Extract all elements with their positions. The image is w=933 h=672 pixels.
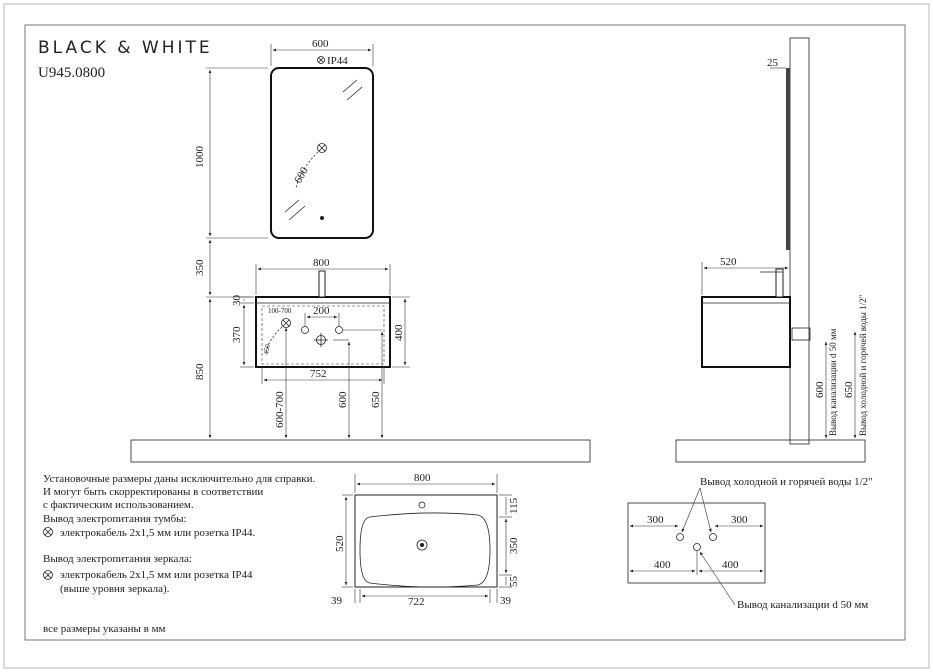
note-line-6: Вывод электропитания зеркала: (43, 553, 192, 565)
height-600-700-label: 600-700 (274, 391, 286, 428)
note-line-7: электрокабель 2х1,5 мм или розетка IP44 (60, 569, 253, 581)
mirror-cable-outlet-icon (43, 570, 53, 580)
plumbing-plan (627, 502, 766, 584)
top-39a-label: 39 (331, 595, 343, 607)
top-800-label: 800 (414, 472, 431, 484)
side-520-label: 520 (720, 256, 737, 268)
mirror-front-view: 600 (270, 67, 374, 239)
model-number: U945.0800 (38, 65, 105, 81)
vanity-width-label: 800 (313, 257, 330, 269)
plan-300a-label: 300 (647, 514, 664, 526)
gap-label: 350 (194, 259, 206, 276)
vanity-side (701, 296, 791, 368)
basin-top-view (354, 494, 498, 588)
brand-logo: BLACK & WHITE (38, 38, 213, 58)
wall-25-label: 25 (767, 57, 779, 69)
inner-752-label: 752 (310, 368, 327, 380)
footer-note: все размеры указаны в мм (43, 623, 166, 635)
depth-370-label: 370 (231, 326, 243, 343)
plan-drain-label: Вывод канализации d 50 мм (737, 599, 868, 611)
top-722-label: 722 (408, 596, 425, 608)
vanity-front-view: 450 100-700 (255, 270, 391, 368)
top-115-label: 115 (508, 497, 520, 514)
plan-400a-label: 400 (654, 559, 671, 571)
note-line-3: с фактическим использованием. (43, 499, 194, 511)
height-850-label: 850 (194, 363, 206, 380)
height-600-label: 600 (337, 391, 349, 408)
note-line-5: электрокабель 2х1,5 мм или розетка IP44. (60, 527, 255, 539)
wall (789, 37, 810, 445)
height-650-label: 650 (370, 391, 382, 408)
notes-block: Установочные размеры даны исключительно … (43, 473, 316, 635)
top-55-label: 55 (508, 576, 520, 588)
side-650-label: 650 (843, 381, 855, 398)
spacing-200-label: 200 (313, 305, 330, 317)
mirror-outlet-icon (317, 143, 327, 153)
depth-400-label: 400 (393, 324, 405, 341)
plan-300b-label: 300 (731, 514, 748, 526)
note-line-2: И могут быть скорректированы в соответст… (43, 486, 263, 498)
plan-water-label: Вывод холодной и горячей воды 1/2" (700, 476, 873, 488)
side-drain-label: Вывод канализации d 50 мм (828, 328, 838, 436)
note-line-1: Установочные размеры даны исключительно … (43, 473, 316, 485)
vanity-outlet-icon (281, 318, 291, 328)
side-600-label: 600 (814, 381, 826, 398)
depth-30-label: 30 (231, 295, 243, 307)
plan-400b-label: 400 (722, 559, 739, 571)
mirror-width-label: 600 (312, 38, 329, 50)
basin-drain-icon (416, 539, 428, 551)
inner-frame (24, 24, 906, 641)
mirror-ip-label: IP44 (327, 55, 348, 67)
top-39b-label: 39 (500, 595, 512, 607)
floor-side (675, 439, 866, 463)
range-100-700-label: 100-700 (268, 307, 292, 315)
mirror-angle-dim: 600 (292, 165, 311, 186)
note-line-4: Вывод электропитания тумбы: (43, 513, 187, 525)
mirror-ip-outlet-icon (317, 56, 325, 64)
floor-front (130, 439, 591, 463)
outer-frame (3, 3, 930, 669)
top-520-label: 520 (334, 535, 346, 552)
angle-450-label: 450 (262, 343, 272, 355)
cable-outlet-icon (43, 527, 53, 537)
side-view (675, 37, 866, 463)
top-350-label: 350 (508, 537, 520, 554)
mirror-height-label: 1000 (194, 146, 206, 169)
note-line-8: (выше уровня зеркала). (60, 583, 170, 595)
side-water-label: Вывод холодной и горячей воды 1/2" (858, 294, 868, 436)
